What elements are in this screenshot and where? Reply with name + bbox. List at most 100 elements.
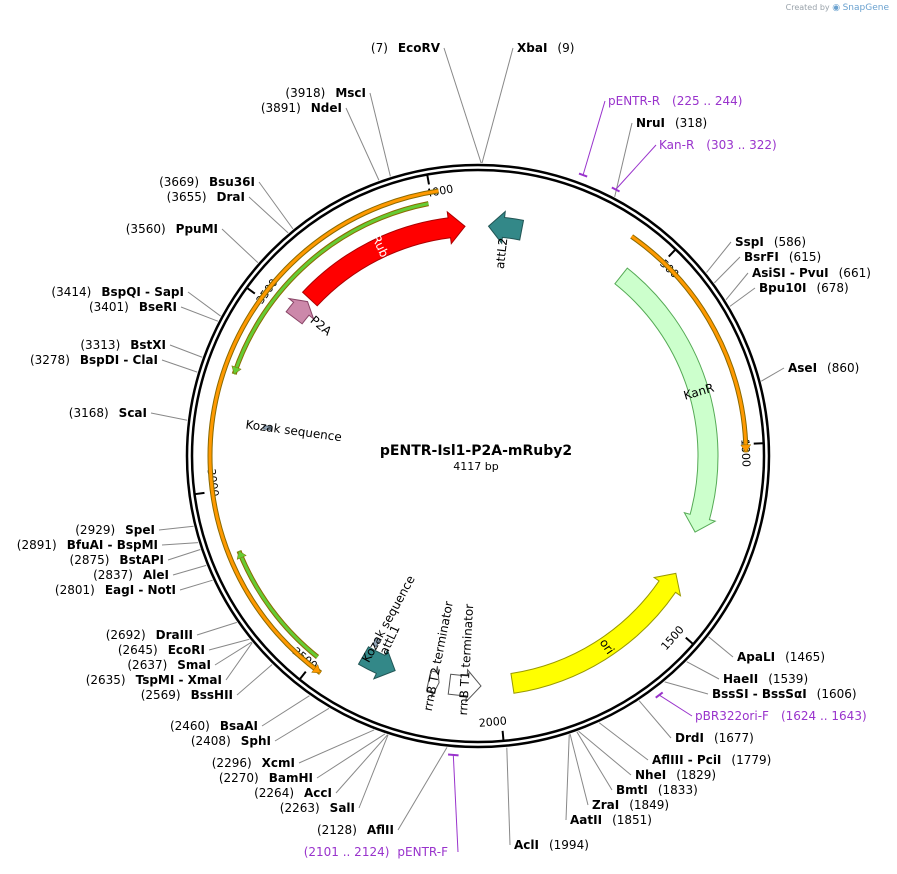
site-leader-drai [248,196,289,234]
site-name: AflII [367,823,394,837]
site-ecori: (2645)EcoRI [118,643,205,657]
site-msci: (3918)MscI [285,86,366,100]
Kozak-sequence-1-label: Kozak sequence [245,417,343,444]
site-position: (1606) [817,687,857,701]
site-leader-acli [506,747,511,846]
primer-name: pBR322ori-F [695,709,769,723]
site-leader-bseri [180,306,219,322]
site-bspdi-clai: (3278)BspDI - ClaI [30,353,158,367]
tick-mark [501,730,505,741]
site-position: (1677) [714,731,754,745]
plasmid-length: 4117 bp [453,460,498,473]
site-leader-asei [761,367,785,382]
snapgene-branding: Created by ◉ SnapGene [786,3,889,13]
site-sali: (2263) SalI [280,801,355,815]
site-position: (318) [675,116,707,130]
site-name: Bsu36I [209,175,255,189]
site-sspi: SspI(586) [735,235,806,249]
backbone-outer-strand [185,163,771,749]
site-leader-aatii [565,734,570,821]
site-bstxi: (3313)BstXI [80,338,166,352]
orange-arc-right-arrowhead [740,444,752,453]
orange-arc-left-arrowhead [311,663,321,674]
site-position: (1849) [629,798,669,812]
site-leader-bfuai-bspmi [161,542,199,546]
site-leader-bpu10i [729,287,756,307]
site-position: (9) [557,41,574,55]
site-leader-zrai [569,734,589,806]
site-smai: (2637)SmaI [127,658,211,672]
site-tspmi-xmai: (2635)TspMI - XmaI [86,673,222,687]
site-leader-sali [358,734,389,809]
site-name: SalI [330,801,355,815]
site-name: BstAPI [119,553,164,567]
site-nhei: NheI(1829) [635,768,716,782]
tick-mark [298,671,307,681]
site-position: (3168) [69,406,109,420]
site-ecorv: (7)EcoRV [371,41,441,55]
site-name: BsaAI [220,719,258,733]
site-name: XcmI [262,756,295,770]
site-ndei: (3891)NdeI [261,101,342,115]
tick-mark [426,174,430,185]
attL2 [487,210,525,245]
site-name: SpeI [125,523,155,537]
Kozak-sequence-2 [372,636,381,648]
site-leader-nrui [614,122,633,197]
green-arc-left-top-arrowhead [231,365,242,375]
site-name: EcoRI [168,643,205,657]
primer-leader-pentr-r [582,100,606,176]
site-drai: (3655) DraI [167,190,245,204]
site-name: BspQI - SapI [101,285,184,299]
site-position: (586) [774,235,806,249]
site-name: BseRI [139,300,177,314]
site-name: BssHII [191,688,233,702]
snapgene-logo-icon: ◉ [832,3,841,13]
plasmid-backbone [185,163,771,749]
site-position: (3655) [167,190,207,204]
primer-leader-kan-r [615,144,657,190]
attL1 [357,646,396,680]
site-leader-ecori [208,638,250,651]
site-position: (1829) [676,768,716,782]
site-aflii: (2128)AflII [317,823,394,837]
site-name: AflIII - PciI [652,753,721,767]
site-position: (2263) [280,801,320,815]
site-bsshii: (2569)BssHII [141,688,233,702]
P2A [285,297,315,325]
site-leader-drdi [638,700,672,739]
primer-range: (303 .. 322) [706,138,776,152]
site-position: (678) [816,281,848,295]
site-position: (3278) [30,353,70,367]
tick-mark [246,286,256,295]
site-name: DraI [217,190,245,204]
site-leader-apali [708,636,734,658]
site-acci: (2264)AccI [254,786,332,800]
site-leader-alei [172,564,207,576]
tick-mark [194,491,205,496]
site-leader-bspdi-clai [161,359,198,373]
site-leader-draiii [196,621,237,636]
site-name: SmaI [177,658,211,672]
site-position: (3560) [126,222,166,236]
site-name: BsrFI [744,250,779,264]
site-position: (2264) [254,786,294,800]
site-alei: (2837)AleI [93,568,169,582]
snapgene-app-name: SnapGene [842,3,889,13]
site-position: (2296) [212,756,252,770]
rrnB-T2-terminator [425,666,440,698]
site-position: (2460) [170,719,210,733]
site-draiii: (2692)DraIII [106,628,193,642]
site-ppumi: (3560) PpuMI [126,222,218,236]
site-bsaai: (2460) BsaAI [170,719,258,733]
site-bamhi: (2270)BamHI [219,771,313,785]
site-bsssi-bsss-i: BssSI - BssSαI(1606) [712,687,857,701]
site-position: (3669) [159,175,199,189]
site-haeii: HaeII(1539) [723,672,808,686]
site-name: PpuMI [176,222,218,236]
site-position: (1539) [768,672,808,686]
site-name: AatII [570,813,602,827]
site-leader-bmti [576,731,613,791]
site-asisi-pvui: AsiSI - PvuI(661) [752,266,871,280]
